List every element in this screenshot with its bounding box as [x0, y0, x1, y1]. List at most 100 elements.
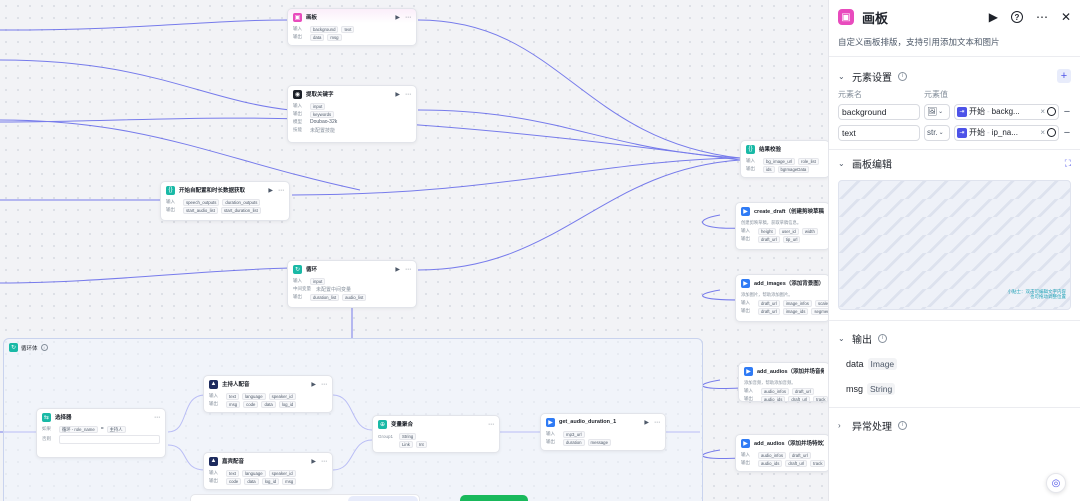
selector-icon: ⇆	[42, 412, 51, 422]
plugin-icon: ▶	[741, 278, 750, 288]
close-icon[interactable]: ✕	[1060, 10, 1071, 24]
column-header: 元素名	[838, 90, 862, 99]
output-chip: start_audio_list	[183, 206, 218, 214]
add-audios-node[interactable]: ▶ add_audios（添加并场音频） 添加音频，帮助添加音频。 输入audi…	[738, 362, 828, 402]
input-label: 输入	[209, 470, 218, 475]
group-label: Group1	[378, 433, 394, 439]
output-chip: data	[261, 400, 276, 408]
settings-icon[interactable]	[1047, 128, 1056, 137]
element-row: background 🖼⌄ ⇥ 开始 - backg... × −	[829, 101, 1080, 122]
add-element-button[interactable]: +	[1057, 69, 1071, 83]
merge-icon: ⊕	[378, 419, 387, 429]
output-label: 输出	[746, 166, 755, 171]
element-type-select[interactable]: 🖼⌄	[924, 103, 950, 120]
element-value-ref[interactable]: ⇥ 开始 - backg... ×	[954, 103, 1059, 120]
more-icon[interactable]: ⋯	[405, 91, 411, 98]
input-chip: audio_infos	[761, 387, 789, 395]
plugin-icon: ▶	[744, 366, 753, 376]
canvas-board[interactable]: 小贴士：双击可编辑文字内容 也可拖动调整位置	[838, 180, 1071, 310]
chevron-down-icon[interactable]: ⌄	[838, 71, 845, 81]
create-draft-node[interactable]: ▶ create_draft（创建剪映草稿） 创建剪映草稿，获取草稿信息。 输入…	[735, 202, 828, 250]
input-chip: text	[341, 25, 355, 33]
test-run-button[interactable]	[460, 495, 528, 501]
more-icon[interactable]: ⋯	[405, 266, 411, 273]
board-section-header[interactable]: ⌄ 画板编辑 ⛶	[829, 150, 1080, 176]
more-icon[interactable]: ⋯	[488, 421, 494, 428]
fullscreen-icon[interactable]: ⛶	[1064, 157, 1071, 168]
settings-icon[interactable]	[1047, 107, 1056, 116]
output-chip: Int	[415, 440, 427, 448]
node-title: create_draft（创建剪映草稿）	[754, 209, 824, 215]
input-chip: user_id	[778, 227, 799, 235]
element-name-input[interactable]: background	[838, 103, 920, 120]
llm-icon: ◉	[293, 89, 302, 99]
output-chip: data	[310, 33, 325, 41]
element-name-input[interactable]: text	[838, 124, 920, 141]
element-type-select[interactable]: str.⌄	[924, 124, 950, 141]
plugin-icon: ▶	[741, 206, 750, 216]
output-chip: draft_url	[785, 459, 808, 467]
node-title: 结果校验	[759, 147, 782, 153]
output-chip: audio_ids	[761, 395, 786, 401]
node-title: 主持人配音	[222, 382, 250, 388]
run-icon[interactable]: ▶	[644, 419, 649, 426]
node-title: 画板	[306, 15, 318, 21]
ref-node: 开始	[969, 128, 985, 137]
toolbar-add-node-button[interactable]	[348, 496, 418, 501]
voice-icon: ▲	[209, 379, 218, 389]
elements-section-header[interactable]: ⌄ 元素设置 i +	[829, 63, 1080, 89]
help-icon[interactable]: ?	[1010, 11, 1023, 23]
clear-icon[interactable]: ×	[1040, 128, 1045, 137]
more-icon[interactable]: ⋯	[1035, 10, 1048, 24]
run-icon[interactable]: ▶	[311, 458, 316, 465]
more-icon[interactable]: ⋯	[321, 458, 327, 465]
run-icon[interactable]: ▶	[395, 266, 400, 273]
remove-element-button[interactable]: −	[1063, 126, 1071, 139]
more-icon[interactable]: ⋯	[405, 14, 411, 21]
section-title: 元素设置	[852, 72, 892, 84]
run-icon[interactable]: ▶	[395, 14, 400, 21]
chevron-down-icon[interactable]: ⌄	[838, 333, 845, 343]
run-icon[interactable]: ▶	[311, 381, 316, 388]
run-icon[interactable]: ▶	[395, 91, 400, 98]
more-icon[interactable]: ⋯	[278, 187, 284, 194]
run-icon[interactable]: ▶	[268, 187, 273, 194]
node-desc: 添加图片，帮助添加图片。	[741, 292, 793, 297]
clear-icon[interactable]: ×	[1040, 107, 1045, 116]
node-title: 变量聚合	[391, 422, 414, 428]
output-chip: Link	[399, 440, 413, 448]
output-name: data	[846, 358, 864, 369]
input-label: 输入	[744, 388, 753, 393]
element-row: text str.⌄ ⇥ 开始 - ip_na... × −	[829, 122, 1080, 143]
toolbar-panel[interactable]	[190, 494, 420, 501]
chevron-down-icon[interactable]: ⌄	[838, 158, 845, 168]
exception-section-header[interactable]: › 异常处理 i	[829, 412, 1080, 438]
board-text-element[interactable]: 小贴士：双击可编辑文字内容 也可拖动调整位置	[1007, 289, 1067, 299]
more-icon[interactable]: ⋯	[321, 381, 327, 388]
output-section-header[interactable]: ⌄ 输出 i	[829, 325, 1080, 351]
remove-element-button[interactable]: −	[1063, 105, 1071, 118]
assistant-icon[interactable]: ◎	[1046, 473, 1066, 493]
selector-node[interactable]: ⇆ 选择器 ⋯ 如果循环 - role_name=主持人 否则	[36, 408, 166, 458]
chevron-right-icon[interactable]: ›	[838, 420, 841, 430]
more-icon[interactable]: ⋯	[154, 414, 160, 421]
element-value-ref[interactable]: ⇥ 开始 - ip_na... ×	[954, 124, 1059, 141]
input-chip: image_infos	[782, 299, 812, 307]
more-icon[interactable]: ⋯	[654, 419, 660, 426]
run-icon[interactable]: ▶	[988, 10, 998, 24]
plugin-icon: ▶	[741, 438, 750, 448]
input-chip: height	[758, 227, 776, 235]
code-icon: {}	[166, 185, 175, 195]
